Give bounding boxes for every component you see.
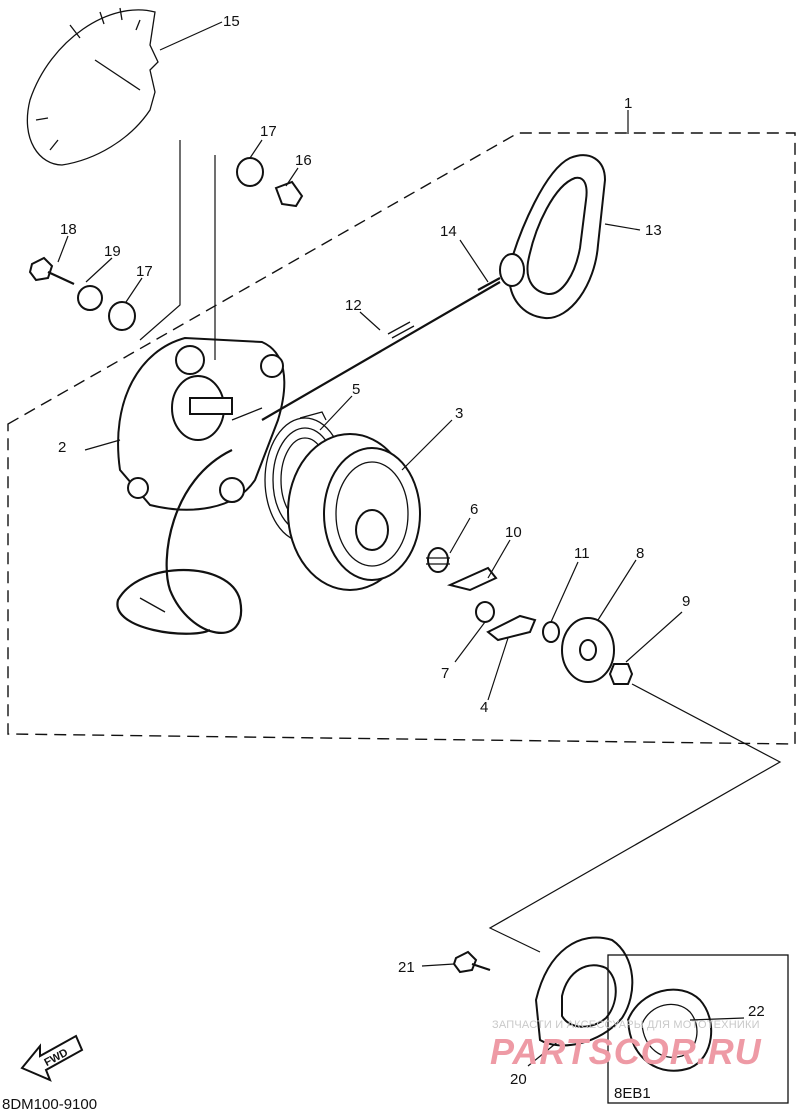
callout-7: 7 <box>441 665 449 682</box>
part-17-grommet-top <box>236 157 264 187</box>
callout-14: 14 <box>440 223 457 240</box>
part-4-pawl <box>486 614 537 642</box>
callout-11: 11 <box>574 545 590 562</box>
part-19-washer <box>77 285 103 311</box>
callout-10: 10 <box>505 524 522 541</box>
callout-19: 19 <box>104 243 121 260</box>
starter-cable <box>116 449 243 635</box>
part-16-collar <box>274 180 304 208</box>
part-11-washer <box>542 621 560 643</box>
assembly-boundary <box>7 132 796 745</box>
callout-21: 21 <box>398 959 415 976</box>
watermark-caption: ЗАПЧАСТИ И АКСЕССУАРЫ ДЛЯ МОТОТЕХНИКИ <box>492 1019 760 1031</box>
leader-lines <box>57 21 745 1067</box>
callout-18: 18 <box>60 221 77 238</box>
part-7-spring <box>475 601 495 623</box>
part-14-rope-end <box>477 277 501 291</box>
callout-22: 22 <box>748 1003 765 1020</box>
callout-17-left: 17 <box>136 263 153 280</box>
variant-code-label: 8EB1 <box>614 1085 651 1102</box>
part-6-spring <box>426 547 450 573</box>
callout-2: 2 <box>58 439 66 456</box>
callout-9: 9 <box>682 593 690 610</box>
callout-3: 3 <box>455 405 463 422</box>
part-10-pawl <box>446 566 498 592</box>
part-13-handle <box>499 154 607 320</box>
part-17-grommet-left <box>108 301 136 331</box>
callout-20: 20 <box>510 1071 527 1088</box>
watermark-brand: PARTSCOR.RU <box>490 1031 762 1072</box>
callout-6: 6 <box>470 501 478 518</box>
callout-17-top: 17 <box>260 123 277 140</box>
callout-1: 1 <box>624 95 632 112</box>
drawing-code: 8DM100-9100 <box>2 1096 97 1111</box>
callout-13: 13 <box>645 222 662 239</box>
part-3-pulley <box>287 433 421 591</box>
callout-8: 8 <box>636 545 644 562</box>
cable-end <box>139 597 166 613</box>
fwd-arrow: FWD <box>20 1034 84 1082</box>
assembly-link-line <box>488 683 782 953</box>
callout-labels: 1 2 3 4 5 6 7 8 9 10 11 12 13 14 15 16 1… <box>58 13 765 1088</box>
part-9-nut <box>608 663 634 685</box>
part-12-cable <box>261 281 501 421</box>
callout-15: 15 <box>223 13 240 30</box>
variant-box <box>607 954 789 1104</box>
part-18-bolt <box>28 256 75 285</box>
callout-5: 5 <box>352 381 360 398</box>
fwd-label: FWD <box>42 1047 70 1069</box>
part-2-starter-case <box>117 336 286 511</box>
part-15-decal <box>26 7 159 166</box>
callout-12: 12 <box>345 297 362 314</box>
callout-4: 4 <box>480 699 488 716</box>
part-21-bolt <box>452 950 491 974</box>
callout-16: 16 <box>295 152 312 169</box>
part-8-friction-plate <box>561 617 615 683</box>
